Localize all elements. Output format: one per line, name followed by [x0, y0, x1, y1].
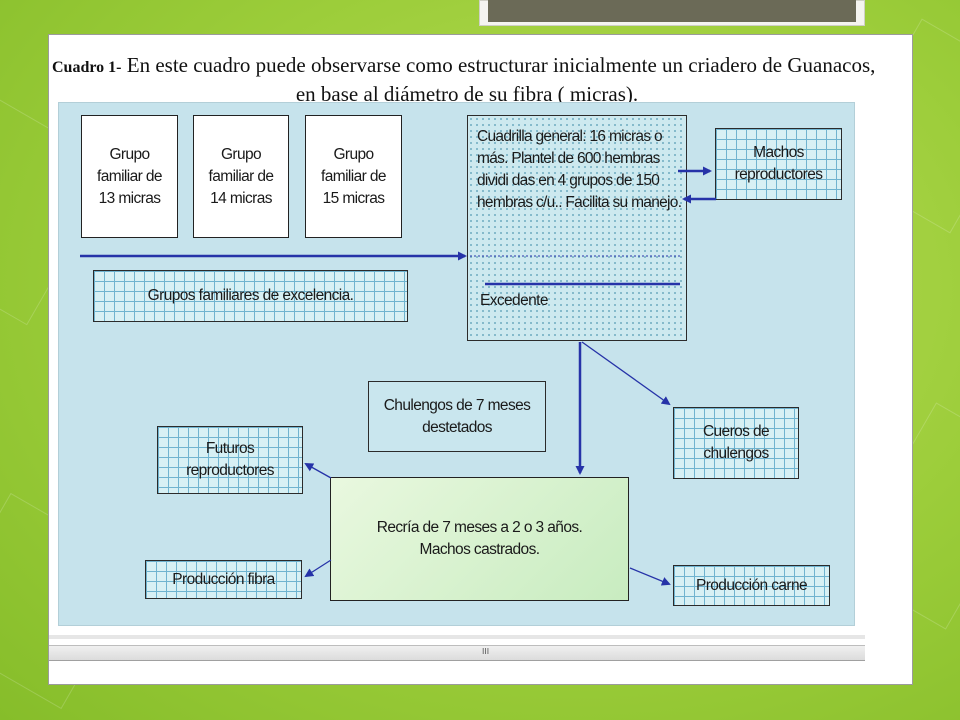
caption-line-1: Cuadro 1- En este cuadro puede observars… [52, 52, 875, 81]
cuadrilla-label: Cuadrilla general: 16 micras o más. Plan… [477, 128, 682, 211]
group-13-label: Grupo familiar de 13 micras [97, 145, 163, 207]
produccion-carne-label: Producción carne [695, 576, 808, 594]
recria-box: Recría de 7 meses a 2 o 3 años. Machos c… [330, 477, 629, 601]
group-15-label: Grupo familiar de 15 micras [321, 145, 387, 207]
cuadrilla-box [467, 115, 687, 341]
groups-excellence-label: Grupos familiares de excelencia. [147, 287, 354, 304]
figure-caption: Cuadro 1- En este cuadro puede observars… [52, 52, 875, 107]
title-bar [488, 0, 856, 22]
slide-bottom-line [49, 635, 865, 639]
machos-reproductores-box: Machos reproductores [715, 128, 842, 200]
group-13-box: Grupo familiar de 13 micras [81, 115, 178, 238]
cueros-label: Cueros de chulengos [702, 423, 770, 462]
groups-excellence-box: Grupos familiares de excelencia. [93, 270, 408, 322]
group-15-box: Grupo familiar de 15 micras [305, 115, 402, 238]
caption-label: Cuadro 1- [52, 59, 122, 76]
produccion-carne-box: Producción carne [673, 565, 830, 606]
caption-text-1: En este cuadro puede observarse como est… [126, 53, 876, 77]
machos-reproductores-label: Machos reproductores [734, 144, 823, 183]
chulengos-box: Chulengos de 7 meses destetados [368, 381, 546, 452]
recria-label: Recría de 7 meses a 2 o 3 años. Machos c… [376, 519, 583, 558]
futuros-box: Futuros reproductores [157, 426, 303, 494]
produccion-fibra-box: Producción fibra [145, 560, 302, 599]
chulengos-label: Chulengos de 7 meses destetados [383, 396, 531, 436]
scrollbar-grip[interactable]: III [482, 647, 490, 656]
group-14-label: Grupo familiar de 14 micras [208, 145, 275, 207]
produccion-fibra-label: Producción fibra [172, 570, 275, 588]
futuros-label: Futuros reproductores [186, 440, 274, 479]
cueros-box: Cueros de chulengos [673, 407, 799, 479]
group-14-box: Grupo familiar de 14 micras [193, 115, 289, 238]
excedente-label: Excedente [480, 292, 548, 309]
horizontal-scrollbar[interactable]: III [49, 645, 865, 661]
